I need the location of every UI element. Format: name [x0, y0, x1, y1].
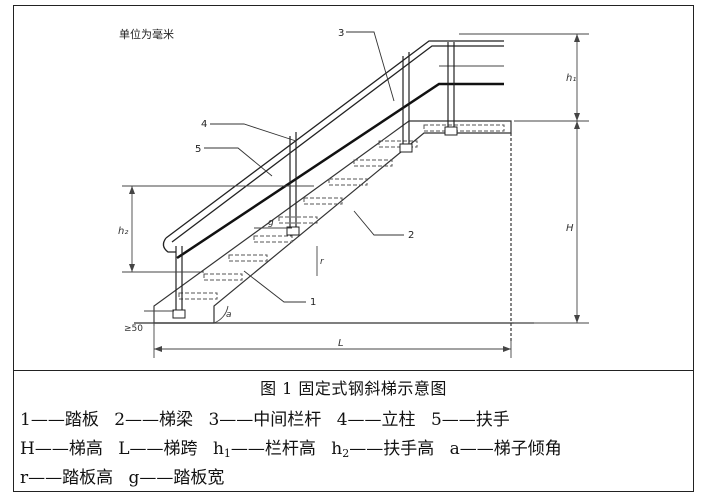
stringer-beam — [153, 120, 512, 324]
stair-diagram-svg: 单位为毫米 3 4 5 2 1 h₁ H h₂ L g r a ≥50 — [118, 27, 589, 358]
legend-railing-height: h1——栏杆高 — [212, 439, 316, 460]
figure-title: 图 1 固定式钢斜梯示意图 — [260, 379, 447, 398]
legend-tread-height: r——踏板高 — [20, 468, 114, 488]
treads — [178, 124, 505, 300]
tread — [353, 159, 393, 167]
legend-tread-width: g——踏板宽 — [128, 468, 225, 488]
figure-frame: 单位为毫米 3 4 5 2 1 h₁ H h₂ L g r a ≥50 图 1 … — [13, 5, 694, 492]
dim-L: L — [338, 338, 344, 349]
figure-caption: 图 1 固定式钢斜梯示意图 1——踏板 2——梯梁 3——中间栏杆 4——立柱 … — [14, 371, 693, 491]
unit-note: 单位为毫米 — [119, 27, 174, 41]
top-platform — [423, 124, 505, 132]
dimension-lines — [122, 33, 589, 358]
callout-1: 1 — [310, 297, 316, 308]
legend-handrail-height: h2——扶手高 — [331, 439, 435, 460]
legend-stair-span: L——梯跨 — [118, 439, 198, 459]
dim-a: a — [226, 310, 232, 320]
legend-middle-rail: 3——中间栏杆 — [208, 410, 322, 430]
stair-drawing: 单位为毫米 3 4 5 2 1 h₁ H h₂ L g r a ≥50 — [14, 6, 693, 370]
legend-tread: 1——踏板 — [20, 410, 99, 430]
legend-stringer: 2——梯梁 — [114, 410, 194, 430]
legend-incline-angle: a——梯子倾角 — [449, 439, 562, 459]
post-bases — [172, 126, 458, 319]
callout-2: 2 — [408, 230, 414, 241]
dim-r: r — [320, 257, 325, 267]
legend-row-2: H——梯高 L——梯跨 h1——栏杆高 h2——扶手高 a——梯子倾角 — [20, 434, 572, 460]
tread — [203, 273, 243, 281]
legend-handrail: 5——扶手 — [430, 410, 510, 430]
tread — [303, 197, 343, 205]
dim-h2: h₂ — [118, 226, 128, 237]
tread — [328, 178, 368, 186]
tread — [278, 216, 318, 224]
callout-3: 3 — [338, 28, 344, 39]
dim-g: g — [268, 218, 274, 228]
tread — [228, 254, 268, 262]
handrail — [162, 40, 504, 253]
legend-row-1: 1——踏板 2——梯梁 3——中间栏杆 4——立柱 5——扶手 — [20, 405, 520, 430]
dim-base: ≥50 — [124, 324, 143, 334]
caption-divider — [14, 370, 693, 371]
legend-stair-height: H——梯高 — [20, 439, 103, 459]
tread — [178, 292, 218, 300]
callout-5: 5 — [195, 144, 201, 155]
middle-rail — [176, 82, 504, 260]
tread — [378, 140, 418, 148]
posts — [175, 42, 455, 311]
dim-H: H — [566, 223, 574, 234]
tread — [253, 235, 293, 243]
leader-lines — [204, 31, 404, 303]
callout-4: 4 — [201, 119, 207, 130]
dimension-arrows — [129, 34, 580, 352]
legend-row-3: r——踏板高 g——踏板宽 — [20, 463, 234, 488]
legend-post: 4——立柱 — [336, 410, 416, 430]
dim-h1: h₁ — [566, 73, 576, 84]
